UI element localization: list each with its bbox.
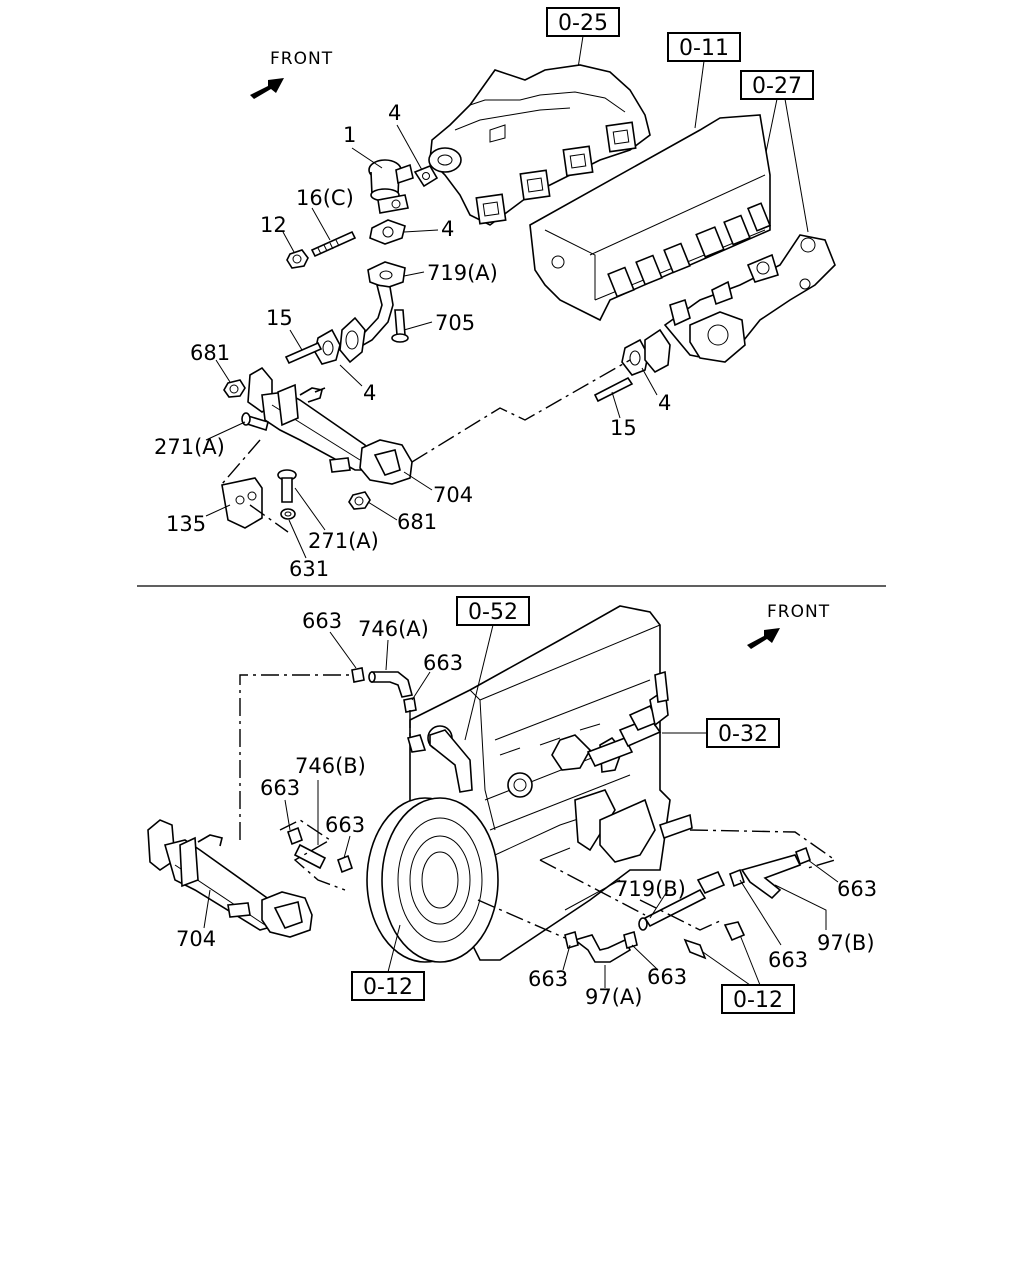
clamp-663f: [729, 868, 745, 888]
front-arrow-icon: [747, 628, 780, 649]
callout-4-valve[interactable]: 4: [388, 101, 401, 125]
callout-663-b[interactable]: 663: [423, 651, 463, 675]
clamp-663g: [564, 930, 579, 950]
svg-text:0-25: 0-25: [558, 11, 608, 36]
bracket-135: [221, 477, 263, 529]
callout-663-d[interactable]: 663: [325, 813, 365, 837]
stud-15b: [593, 376, 634, 403]
clamp-663h: [623, 930, 638, 950]
clamp-663d: [337, 854, 353, 874]
nut-12: [286, 249, 309, 269]
svg-text:0-11: 0-11: [679, 36, 729, 61]
hose-97b: [740, 854, 802, 900]
hose-746a: [368, 671, 413, 698]
svg-text:0-32: 0-32: [718, 722, 768, 747]
svg-text:0-12: 0-12: [363, 975, 413, 1000]
callout-663-a[interactable]: 663: [302, 609, 342, 633]
egr-cooler-704-top: [247, 366, 413, 485]
egr-valve: [368, 159, 414, 214]
callout-97b[interactable]: 97(B): [817, 931, 875, 955]
gasket-4c: [339, 316, 366, 364]
callout-663-c[interactable]: 663: [260, 776, 300, 800]
washer-631: [280, 508, 296, 520]
ref-box-0-12-right[interactable]: 0-12: [721, 984, 795, 1014]
callout-135[interactable]: 135: [166, 512, 206, 536]
callout-271a-left[interactable]: 271(A): [154, 435, 225, 459]
nut-681b: [348, 491, 371, 510]
callout-12[interactable]: 12: [260, 213, 287, 237]
callout-15-left[interactable]: 15: [266, 306, 293, 330]
front-label-top: FRONT: [270, 49, 333, 69]
front-arrow-icon: [250, 78, 284, 99]
ref-box-0-27[interactable]: 0-27: [740, 70, 814, 100]
crank-pulley: [366, 797, 499, 963]
intake-manifold: [428, 64, 651, 226]
ref-box-0-32[interactable]: 0-32: [706, 718, 780, 748]
nut-681a: [223, 379, 246, 398]
callout-271a-bottom[interactable]: 271(A): [308, 529, 379, 553]
callout-704-top[interactable]: 704: [433, 483, 473, 507]
hose-746b: [293, 843, 327, 870]
cylinder-head: [529, 114, 772, 322]
hose-97a: [573, 934, 632, 963]
callout-681-left[interactable]: 681: [190, 341, 230, 365]
bolt-0-12: [683, 921, 746, 960]
callout-16c[interactable]: 16(C): [296, 186, 354, 210]
egr-pipe-719b: [638, 870, 726, 931]
clamp-663c: [287, 826, 303, 846]
top-section: FRONT 0-25 0-11 0-27: [154, 7, 836, 581]
gasket-4b: [369, 219, 406, 245]
ref-box-0-52[interactable]: 0-52: [456, 596, 530, 626]
bolt-705: [391, 309, 409, 343]
ref-box-0-12-left[interactable]: 0-12: [351, 971, 425, 1001]
svg-text:0-12: 0-12: [733, 988, 783, 1013]
ref-box-0-25[interactable]: 0-25: [546, 7, 620, 37]
clamp-663b: [403, 697, 417, 713]
callout-663-g[interactable]: 663: [528, 967, 568, 991]
callout-746a[interactable]: 746(A): [358, 617, 429, 641]
stud-15a: [284, 341, 323, 365]
callout-4-lower[interactable]: 4: [363, 381, 376, 405]
callout-746b[interactable]: 746(B): [295, 754, 366, 778]
bottom-section: FRONT: [147, 596, 877, 1014]
clamp-663e: [795, 846, 811, 866]
callout-719b[interactable]: 719(B): [615, 877, 686, 901]
callout-663-h[interactable]: 663: [647, 965, 687, 989]
callout-663-f[interactable]: 663: [768, 948, 808, 972]
clamp-663a: [351, 667, 365, 683]
bolt-271a: [277, 469, 297, 503]
egr-cooler-704-bottom: [147, 819, 313, 938]
exhaust-manifold: [663, 234, 836, 363]
stud-16c: [310, 230, 357, 258]
callout-631[interactable]: 631: [289, 557, 329, 581]
callout-663-e[interactable]: 663: [837, 877, 877, 901]
gasket-4a: [413, 165, 439, 188]
gasket-4d: [621, 328, 671, 376]
ref-box-0-11[interactable]: 0-11: [667, 32, 741, 62]
callout-97a[interactable]: 97(A): [585, 985, 642, 1009]
callout-15-right[interactable]: 15: [610, 416, 637, 440]
front-label-bottom: FRONT: [767, 602, 830, 622]
callout-681-right[interactable]: 681: [397, 510, 437, 534]
callout-1[interactable]: 1: [343, 123, 356, 147]
callout-719a[interactable]: 719(A): [427, 261, 498, 285]
svg-text:0-52: 0-52: [468, 600, 518, 625]
callout-4-right[interactable]: 4: [658, 391, 671, 415]
callout-704-bottom[interactable]: 704: [176, 927, 216, 951]
callout-705[interactable]: 705: [435, 311, 475, 335]
svg-text:0-27: 0-27: [752, 74, 802, 99]
callout-4-upper[interactable]: 4: [441, 217, 454, 241]
